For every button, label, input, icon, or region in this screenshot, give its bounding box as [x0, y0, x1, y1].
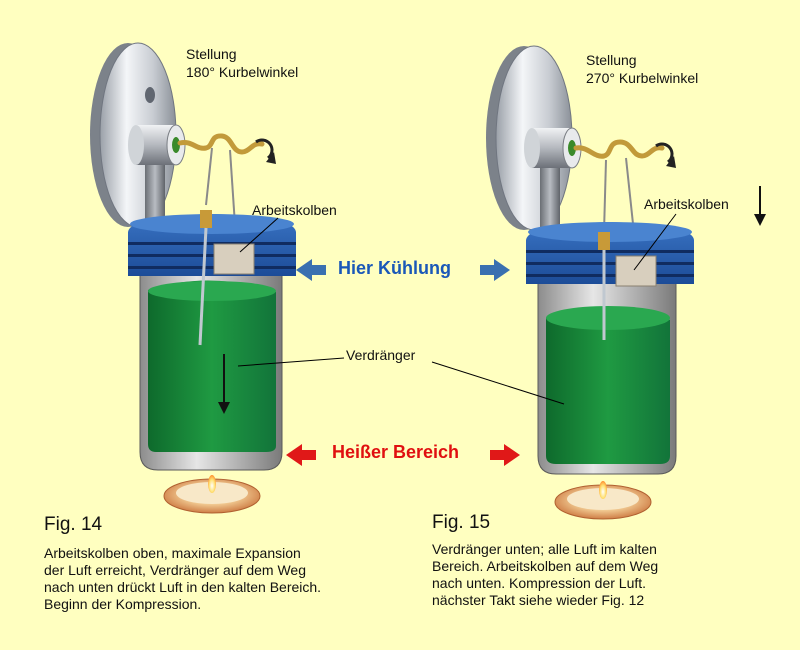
cooling-label: Hier Kühlung — [338, 258, 451, 278]
caption-left-line-2: der Luft erreicht, Verdränger auf dem We… — [44, 562, 306, 578]
working-piston-right — [615, 255, 657, 287]
arrow-down-icon — [754, 186, 766, 226]
position-angle-right: 270° Kurbelwinkel — [586, 70, 699, 86]
arrow-left-icon — [286, 444, 316, 466]
position-title-left: Stellung — [186, 46, 237, 62]
cooling-cap-right — [526, 222, 694, 284]
arrow-left-icon — [296, 259, 326, 281]
candle-icon — [554, 481, 652, 520]
caption-left-line-1: Arbeitskolben oben, maximale Expansion — [44, 545, 301, 561]
piston-label-right: Arbeitskolben — [644, 196, 729, 212]
figure-label-right: Fig. 15 — [432, 512, 491, 533]
caption-right-line-4: nächster Takt siehe wieder Fig. 12 — [432, 592, 645, 608]
caption-left-line-4: Beginn der Kompression. — [44, 596, 202, 612]
crankshaft — [177, 133, 265, 155]
connecting-rod-displacer — [603, 159, 607, 233]
crank-rotation-icon — [655, 142, 676, 168]
displacer-label: Verdränger — [346, 347, 416, 363]
position-angle-left: 180° Kurbelwinkel — [186, 64, 299, 80]
crankshaft — [573, 139, 665, 159]
arrow-right-icon — [490, 444, 520, 466]
hot-zone-label: Heißer Bereich — [332, 442, 460, 462]
caption-left-line-3: nach unten drückt Luft in den kalten Ber… — [44, 579, 322, 595]
working-piston-left — [213, 243, 255, 275]
connecting-rod-displacer — [205, 147, 213, 206]
caption-right-line-2: Bereich. Arbeitskolben auf dem Weg — [432, 558, 659, 574]
arrow-down-icon — [218, 354, 230, 414]
crank-hub — [128, 124, 186, 166]
crank-hub — [524, 127, 582, 169]
arrow-right-icon — [480, 259, 510, 281]
figure-label-left: Fig. 14 — [44, 514, 103, 535]
candle-icon — [163, 475, 261, 514]
position-title-right: Stellung — [586, 52, 637, 68]
engine-left — [90, 42, 345, 514]
displacer-right — [546, 308, 670, 464]
displacer-left — [148, 280, 276, 452]
caption-right-line-1: Verdränger unten; alle Luft im kalten — [432, 541, 657, 557]
piston-label-left: Arbeitskolben — [252, 202, 337, 218]
crank-rotation-icon — [255, 138, 276, 164]
caption-right-line-3: nach unten. Kompression der Luft. — [432, 575, 647, 591]
engine-right — [431, 45, 766, 520]
